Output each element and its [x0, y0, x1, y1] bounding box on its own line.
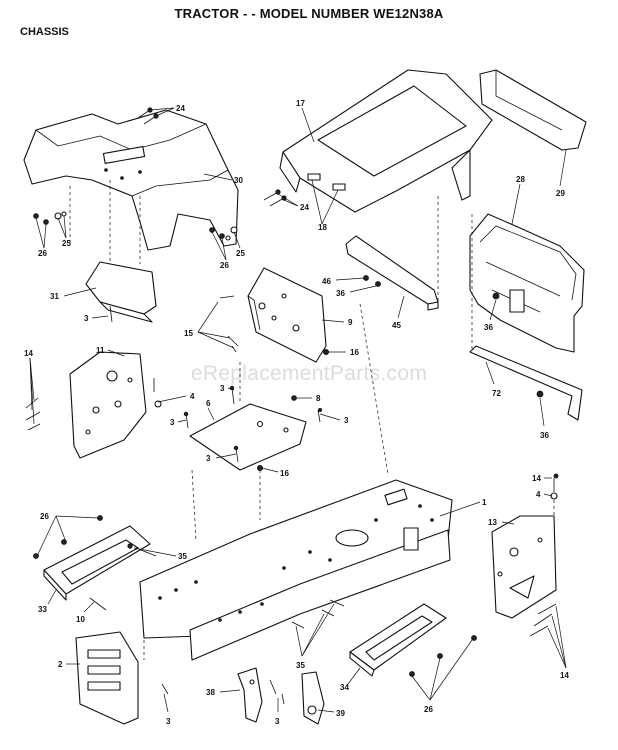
- callout-46: 46: [322, 277, 331, 286]
- part-footrest-left: [43, 525, 151, 601]
- callout-18: 18: [318, 223, 327, 232]
- callout-2: 2: [58, 660, 63, 669]
- section-label: CHASSIS: [20, 26, 69, 38]
- callout-1: 1: [482, 498, 487, 507]
- part-bracket-45: [345, 235, 439, 311]
- callout-28: 28: [516, 175, 525, 184]
- callout-38: 38: [206, 688, 215, 697]
- page-title: TRACTOR - - MODEL NUMBER WE12N38A: [174, 6, 444, 21]
- alignment-lines: [69, 180, 555, 660]
- callout-24: 24: [176, 104, 185, 113]
- callout-3: 3: [344, 416, 349, 425]
- callout-13: 13: [488, 518, 497, 527]
- callout-8: 8: [316, 394, 321, 403]
- callout-25: 25: [236, 249, 245, 258]
- callout-3: 3: [170, 418, 175, 427]
- callout-35: 35: [178, 552, 187, 561]
- callout-4: 4: [190, 392, 195, 401]
- hood-bumper: [307, 173, 321, 181]
- callout-35: 35: [296, 661, 305, 670]
- callout-10: 10: [76, 615, 85, 624]
- callout-16: 16: [280, 469, 289, 478]
- callout-26: 26: [40, 512, 49, 521]
- part-fender-support: [85, 261, 157, 323]
- part-bracket-38: [237, 667, 263, 723]
- callout-9: 9: [348, 318, 353, 327]
- part-dash-support: [247, 267, 327, 363]
- callout-16: 16: [350, 348, 359, 357]
- callout-4: 4: [536, 490, 541, 499]
- callout-31: 31: [50, 292, 59, 301]
- hood-bumper: [332, 183, 346, 191]
- callout-3: 3: [84, 314, 89, 323]
- part-bracket-72: [469, 345, 583, 421]
- leader-lines: [29, 107, 567, 713]
- callout-26: 26: [220, 261, 229, 270]
- callout-11: 11: [96, 346, 105, 355]
- part-side-panel-left: [69, 351, 147, 459]
- callout-14: 14: [24, 349, 33, 358]
- callout-14: 14: [532, 474, 541, 483]
- callout-33: 33: [38, 605, 47, 614]
- part-front-plate: [75, 631, 139, 725]
- callout-3: 3: [166, 717, 171, 726]
- callout-36: 36: [540, 431, 549, 440]
- callout-72: 72: [492, 389, 501, 398]
- callout-36: 36: [484, 323, 493, 332]
- callout-labels: 24 17 30 29 28 26 25 24 18 26 25 46 36 3…: [24, 99, 569, 726]
- callout-29: 29: [556, 189, 565, 198]
- part-side-panel-right: [491, 515, 557, 619]
- part-dash-panel: [479, 69, 587, 151]
- callout-30: 30: [234, 176, 243, 185]
- callout-14: 14: [560, 671, 569, 680]
- part-bracket-39: [301, 671, 325, 725]
- part-rear-fender: [23, 109, 239, 251]
- callout-3: 3: [275, 717, 280, 726]
- part-hood: [279, 69, 493, 213]
- callout-39: 39: [336, 709, 345, 718]
- callout-45: 45: [392, 321, 401, 330]
- callout-25: 25: [62, 239, 71, 248]
- part-footrest-right: [349, 603, 447, 677]
- callout-24: 24: [300, 203, 309, 212]
- callout-6: 6: [206, 399, 211, 408]
- part-main-frame: [139, 479, 453, 661]
- callout-26: 26: [38, 249, 47, 258]
- callout-3: 3: [220, 384, 225, 393]
- part-step-plate: [189, 403, 307, 471]
- callout-15: 15: [184, 329, 193, 338]
- callout-17: 17: [296, 99, 305, 108]
- callout-3: 3: [206, 454, 211, 463]
- callout-26: 26: [424, 705, 433, 714]
- callout-34: 34: [340, 683, 349, 692]
- part-front-panel: [469, 213, 585, 353]
- callout-36: 36: [336, 289, 345, 298]
